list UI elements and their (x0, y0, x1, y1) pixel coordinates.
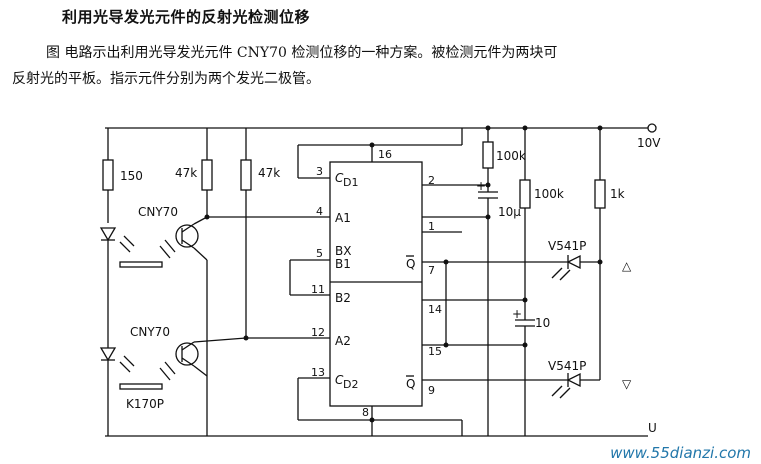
led-v541p-bottom (551, 372, 581, 399)
cny70-top-sensor (99, 216, 208, 436)
resistor-150-label: 150 (120, 169, 143, 183)
capacitor-10-plus: + (512, 307, 522, 321)
ic-name-q2: Q (406, 377, 415, 391)
resistor-1k (594, 179, 606, 209)
resistor-47k-b (240, 159, 252, 191)
resistor-47k-b-label: 47k (258, 166, 280, 180)
led-v541p-top (551, 254, 581, 281)
watermark: www.55dianzi.com (610, 444, 751, 462)
resistor-47k-a-label: 47k (175, 166, 197, 180)
ic-name-bx: BX (335, 244, 351, 258)
capacitor-10u-label: 10μ (498, 205, 521, 219)
page-title: 利用光导发光元件的反射光检测位移 (62, 8, 311, 26)
pin-4: 4 (316, 205, 323, 218)
resistor-100k-b-label: 100k (534, 187, 564, 201)
ic-name-cd1: C (335, 171, 344, 185)
resistor-150 (102, 159, 114, 191)
reflector-plate-bottom (119, 383, 163, 390)
ic-name-b1: B1 (335, 257, 351, 271)
ic-name-cd2-sub: D2 (343, 378, 358, 391)
pin-12: 12 (311, 326, 325, 339)
pin-15: 15 (428, 345, 442, 358)
pin-8: 8 (362, 406, 369, 419)
pin-14: 14 (428, 303, 442, 316)
indicator-down: ▽ (622, 377, 632, 391)
ic-name-a2: A2 (335, 334, 351, 348)
ic-name-cd1-sub: D1 (343, 176, 358, 189)
k170p-label: K170P (126, 397, 164, 411)
description-line-1: 图 电路示出利用光导发光元件 CNY70 检测位移的一种方案。被检测元件为两块可 (46, 45, 558, 61)
ic-name-cd2: C (335, 373, 344, 387)
supply-label: 10V (637, 136, 661, 150)
supply-terminal (647, 123, 657, 133)
cny70-top-label: CNY70 (138, 205, 178, 219)
resistor-47k-a (201, 159, 213, 191)
led-v541p-bottom-label: V541P (548, 359, 586, 373)
pin-7: 7 (428, 264, 435, 277)
indicator-up: △ (622, 259, 632, 273)
pin-11: 11 (311, 283, 325, 296)
ic-name-a1: A1 (335, 211, 351, 225)
resistor-100k-b (519, 179, 531, 209)
pin-13: 13 (311, 366, 325, 379)
pin-9: 9 (428, 384, 435, 397)
pin-3: 3 (316, 165, 323, 178)
led-v541p-top-label: V541P (548, 239, 586, 253)
reflector-plate-top (119, 261, 163, 268)
resistor-100k-a-label: 100k (496, 149, 526, 163)
pin-5: 5 (316, 247, 323, 260)
capacitor-10-label: 10 (535, 316, 550, 330)
ic-body (329, 161, 423, 407)
resistor-1k-label: 1k (610, 187, 625, 201)
cny70-bottom-sensor (99, 337, 247, 390)
pin-16: 16 (378, 148, 392, 161)
capacitor-10u-plus: + (476, 179, 486, 193)
cny70-bottom-label: CNY70 (130, 325, 170, 339)
resistor-100k-a (482, 141, 494, 169)
description-line-2: 反射光的平板。指示元件分别为两个发光二极管。 (12, 71, 320, 87)
pin-2: 2 (428, 174, 435, 187)
u-label: U (648, 421, 657, 435)
ic-name-q1: Q (406, 257, 415, 271)
pin-1: 1 (428, 220, 435, 233)
ic-name-b2: B2 (335, 291, 351, 305)
